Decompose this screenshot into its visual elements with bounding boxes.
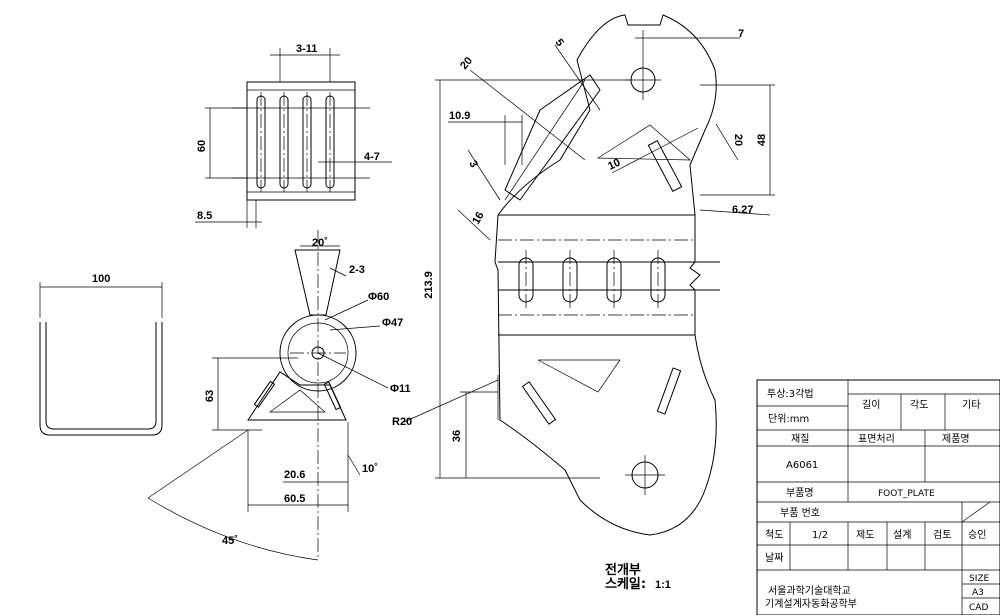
dim-20deg: 20˚ [312, 237, 328, 249]
tb-projection: 투상:3각법 [767, 388, 814, 400]
dim-3-11: 3-11 [296, 43, 317, 55]
dim-7: 7 [738, 28, 744, 40]
side-profile-view [147, 230, 389, 561]
tb-part-name-label: 부품명 [786, 487, 814, 499]
flat-pattern-dims [403, 37, 775, 479]
scale-label: 스케일: [605, 577, 646, 592]
dim-2-3: 2-3 [349, 264, 365, 276]
tb-material-value: A6061 [786, 460, 818, 471]
view-title: 전개부 [605, 562, 641, 578]
tb-scale-label: 척도 [765, 529, 783, 541]
tb-design: 설계 [893, 529, 911, 541]
tb-unit: 단위:mm [768, 412, 809, 425]
dim-phi47: Φ47 [382, 317, 403, 329]
dim-flap-20: 20 [458, 55, 475, 72]
dim-r20: R20 [392, 416, 412, 428]
dim-20-slot: 20 [732, 134, 744, 146]
dim-20-6: 20.6 [284, 469, 305, 481]
tb-material-label: 재질 [791, 433, 809, 445]
tb-department: 기계설계자동화공학부 [765, 598, 857, 610]
dim-36: 36 [451, 430, 463, 442]
dim-6-27: 6.27 [732, 204, 753, 216]
u-channel-view [39, 282, 163, 436]
dim-phi60: Φ60 [368, 291, 389, 303]
dim-10deg: 10˚ [362, 463, 378, 475]
tb-approve: 승인 [968, 529, 986, 541]
dim-phi11: Φ11 [390, 383, 411, 395]
tb-finish-label: 표면처리 [858, 433, 895, 445]
tb-part-name-value: FOOT_PLATE [878, 489, 935, 499]
dim-4-7: 4-7 [364, 151, 380, 163]
tb-drawn: 제도 [856, 529, 874, 541]
dim-63: 63 [204, 390, 216, 402]
tb-cad-label: CAD [969, 603, 988, 613]
dim-48: 48 [756, 134, 768, 146]
tb-angle: 각도 [910, 399, 928, 411]
dim-10-9: 10.9 [449, 110, 470, 122]
tb-check: 검토 [933, 529, 951, 541]
dim-10-slot: 10 [606, 157, 622, 173]
tb-product-label: 제품명 [942, 433, 970, 445]
title-block [756, 379, 1000, 615]
top-slot-view [195, 48, 392, 228]
dim-45deg: 45˚ [222, 535, 238, 547]
tb-scale-value: 1/2 [812, 530, 828, 541]
dim-60-5: 60.5 [284, 493, 305, 505]
tb-length: 길이 [862, 398, 880, 411]
dim-60: 60 [196, 140, 208, 152]
dim-8-5: 8.5 [197, 210, 212, 222]
flat-pattern-view [494, 14, 720, 536]
tb-size-label: SIZE [969, 574, 990, 584]
tb-date-label: 날짜 [765, 552, 783, 564]
tb-school: 서울과학기술대학교 [768, 585, 851, 597]
dim-16: 16 [470, 210, 487, 227]
dim-flap-3: 3 [466, 159, 479, 170]
dim-213-9: 213.9 [423, 271, 435, 299]
dim-100: 100 [92, 273, 110, 285]
tb-part-no-label: 부품 번호 [780, 507, 820, 519]
dim-flap-5: 5 [553, 37, 566, 49]
tb-size-value: A3 [972, 588, 984, 598]
tb-other: 기타 [962, 399, 980, 411]
scale-value: 1:1 [655, 579, 671, 591]
